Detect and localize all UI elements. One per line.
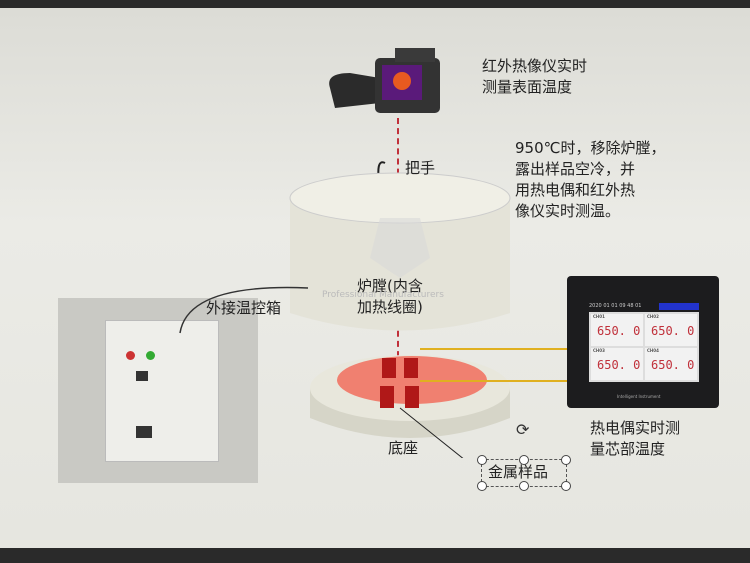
thermocouple-wire — [420, 380, 570, 382]
resize-handle[interactable] — [561, 481, 571, 491]
resize-handle[interactable] — [561, 455, 571, 465]
base-label: 底座 — [388, 439, 419, 457]
camera-label: 红外热像仪实时测量表面温度 — [482, 57, 588, 96]
furnace-chamber — [289, 161, 511, 331]
sample-label: 金属样品 — [488, 463, 549, 481]
control-box — [105, 320, 219, 462]
resize-handle[interactable] — [519, 481, 529, 491]
furnace-base — [310, 355, 510, 458]
recorder-status-bar: 2020 01 01 09 48 01 — [589, 303, 699, 311]
procedure-label: 950℃时，移除炉膛，露出样品空冷，并用热电偶和红外热像仪实时测温。 — [515, 139, 666, 220]
thermocouple-wire — [420, 348, 570, 350]
chamber-label: 炉膛(内含加热线圈) — [357, 277, 423, 316]
sample-textbox[interactable]: 金属样品 ⟳ — [477, 420, 571, 491]
controller-label: 外接温控箱 — [206, 299, 282, 317]
resize-handle[interactable] — [519, 455, 529, 465]
handle-label: 把手 — [405, 159, 436, 177]
watermark: Professional Manufacturers — [322, 290, 444, 300]
recorder-footer: Intelligent Instrument — [617, 394, 661, 399]
control-box-image — [58, 286, 309, 483]
thermal-camera-icon — [329, 48, 440, 113]
resize-handle[interactable] — [477, 455, 487, 465]
screen: 红外热像仪实时测量表面温度 950℃时，移除炉膛，露出样品空冷，并用热电偶和红外… — [0, 8, 750, 548]
resize-handle[interactable] — [477, 481, 487, 491]
thermocouple-label: 热电偶实时测量芯部温度 — [590, 419, 681, 458]
rotate-icon[interactable]: ⟳ — [516, 420, 530, 439]
